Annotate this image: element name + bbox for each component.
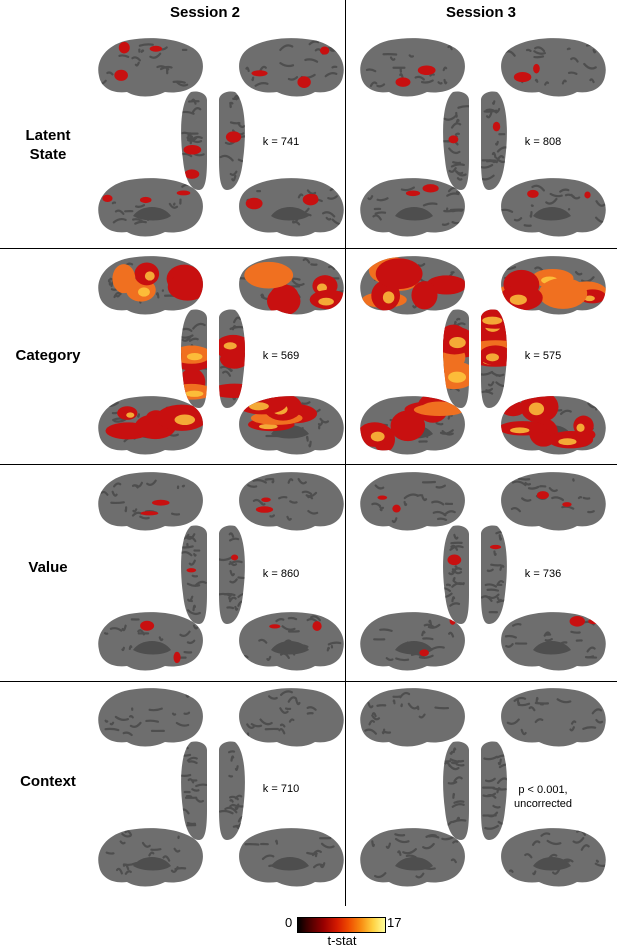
brain-r2-s2-medial-left xyxy=(98,396,203,455)
brain-r4-s2-medial-right xyxy=(239,828,344,887)
brain-r4-s2-dorsal-l xyxy=(181,741,208,840)
brain-r3-s2-dorsal-r xyxy=(218,525,245,624)
row-label-category: Category xyxy=(15,347,81,364)
row-label-context: Context xyxy=(20,773,76,790)
brain-r1-s3-dorsal-l xyxy=(443,91,470,190)
cluster-threshold-s3-value: k = 736 xyxy=(524,568,562,580)
brain-r1-s3-medial-right xyxy=(501,178,606,237)
brain-r2-s3-lateral-left xyxy=(360,256,465,315)
brain-r3-s2-medial-right xyxy=(239,612,344,671)
brain-r1-s2-lateral-right xyxy=(239,38,344,97)
brain-r3-s3-lateral-left xyxy=(360,472,465,531)
brain-r3-s2-lateral-right xyxy=(239,472,344,531)
cluster-threshold-s3-category: k = 575 xyxy=(524,350,562,362)
brain-r1-s2-dorsal-l xyxy=(181,91,207,190)
column-divider xyxy=(345,0,346,906)
brain-r1-s3-lateral-left xyxy=(360,38,465,97)
brain-r2-s2-lateral-left xyxy=(98,256,203,315)
cluster-threshold-s2-category: k = 569 xyxy=(262,350,300,362)
brain-r3-s3-medial-left xyxy=(360,612,465,671)
colorbar xyxy=(297,917,386,933)
brain-r3-s3-medial-right xyxy=(501,612,606,671)
threshold-note-s3-context: p < 0.001, uncorrected xyxy=(498,783,588,811)
column-header-session-3: Session 3 xyxy=(445,4,517,21)
brain-r2-s3-dorsal-l xyxy=(443,309,470,408)
brain-r3-s2-lateral-left xyxy=(98,472,203,531)
cluster-threshold-s2-context: k = 710 xyxy=(262,783,300,795)
row-divider-3 xyxy=(0,681,617,682)
brain-r4-s3-medial-left xyxy=(360,828,465,887)
cluster-threshold-s2-value: k = 860 xyxy=(262,568,300,580)
brain-r4-s2-lateral-right xyxy=(239,688,344,747)
row-label-latent-state: Latent State xyxy=(6,126,90,164)
row-label-latent-state-line2: State xyxy=(29,146,67,163)
brain-r4-s3-lateral-right xyxy=(501,688,606,747)
brain-r4-s2-dorsal-r xyxy=(218,741,245,840)
brain-r1-s2-lateral-left xyxy=(98,38,203,97)
brain-r2-s2-dorsal-l xyxy=(181,309,208,408)
brain-r1-s3-dorsal-r xyxy=(480,91,507,190)
brain-r2-s3-dorsal-r xyxy=(480,309,507,408)
row-label-value: Value xyxy=(28,559,68,576)
colorbar-max: 17 xyxy=(387,915,402,930)
cluster-threshold-s2-latent: k = 741 xyxy=(262,136,300,148)
cluster-threshold-s3-latent: k = 808 xyxy=(524,136,562,148)
column-header-session-2: Session 2 xyxy=(169,4,241,21)
brain-r1-s2-medial-right xyxy=(239,178,344,237)
brain-r3-s3-dorsal-l xyxy=(443,525,469,624)
row-divider-2 xyxy=(0,464,617,465)
brain-r3-s3-lateral-right xyxy=(501,472,606,531)
brain-r4-s2-lateral-left xyxy=(98,688,203,747)
brain-r4-s2-medial-left xyxy=(98,828,203,887)
brain-r2-s2-dorsal-r xyxy=(218,309,245,408)
brain-r4-s3-medial-right xyxy=(501,828,606,887)
colorbar-title: t-stat xyxy=(327,933,357,948)
threshold-note-line1: p < 0.001, xyxy=(518,784,568,796)
colorbar-min: 0 xyxy=(285,915,293,930)
brain-r2-s3-medial-left xyxy=(360,396,465,455)
row-label-latent-state-line1: Latent xyxy=(25,127,71,144)
brain-r1-s2-medial-left xyxy=(98,178,203,237)
row-divider-1 xyxy=(0,248,617,249)
brain-r1-s2-dorsal-r xyxy=(219,91,245,190)
brain-r4-s3-dorsal-l xyxy=(443,741,469,840)
brain-r3-s2-dorsal-l xyxy=(181,525,207,624)
brain-r2-s3-lateral-right xyxy=(501,256,606,315)
brain-r4-s3-lateral-left xyxy=(360,688,465,747)
brain-r2-s2-medial-right xyxy=(239,396,344,455)
brain-r4-s3-dorsal-r xyxy=(481,741,507,840)
brain-r1-s3-medial-left xyxy=(360,178,465,237)
brain-r3-s2-medial-left xyxy=(98,612,203,671)
brain-r3-s3-dorsal-r xyxy=(480,525,507,624)
brain-r1-s3-lateral-right xyxy=(501,38,606,97)
brain-r2-s3-medial-right xyxy=(501,396,606,455)
threshold-note-line2: uncorrected xyxy=(513,798,573,810)
brain-r2-s2-lateral-right xyxy=(239,256,344,315)
